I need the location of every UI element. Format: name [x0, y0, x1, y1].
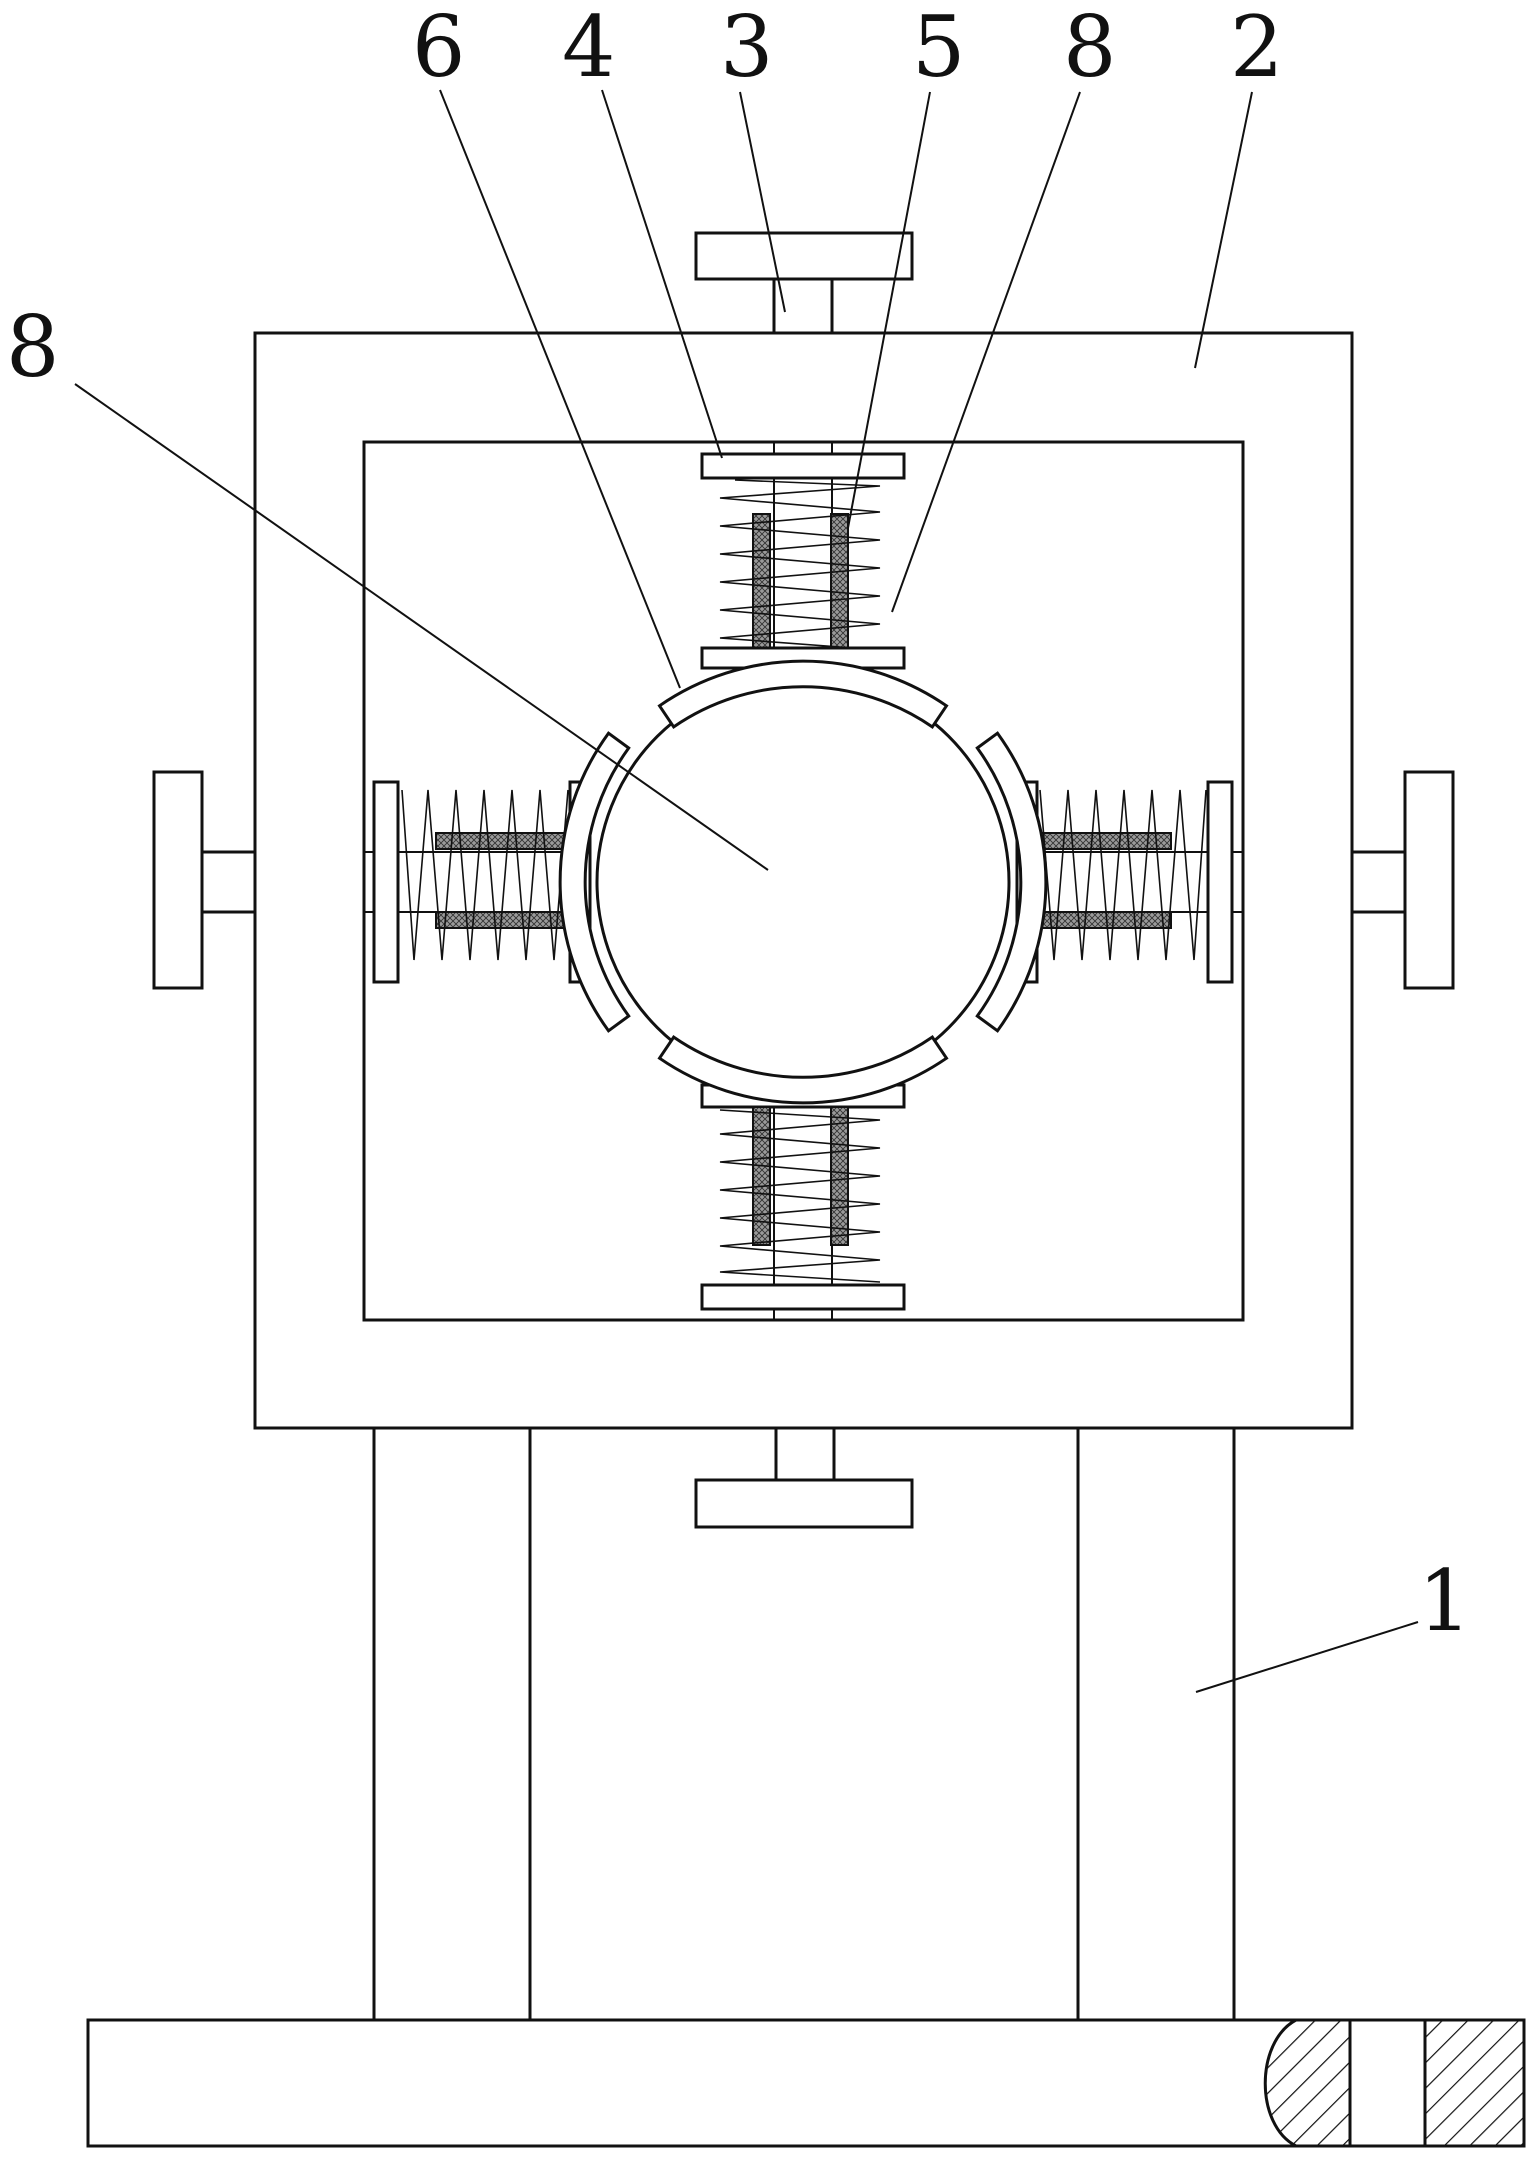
left-guide-rod-bottom — [436, 912, 576, 928]
right-guide-rod-bottom — [1031, 912, 1171, 928]
bottom-guide-rod-right — [831, 1107, 848, 1245]
left-pressure-plate — [374, 782, 398, 982]
label-5: 5 — [912, 0, 965, 96]
label-3: 3 — [720, 0, 773, 96]
top-pressure-plate — [702, 454, 904, 478]
left-side-knob — [154, 772, 255, 988]
top-guide-rod-left — [753, 514, 770, 652]
label-8-top: 8 — [1063, 0, 1116, 96]
label-2: 2 — [1230, 0, 1283, 96]
leader-2 — [1195, 92, 1252, 368]
support-column-left — [374, 1428, 530, 2020]
bottom-guide-rod-left — [753, 1107, 770, 1245]
label-4: 4 — [562, 0, 615, 96]
bottom-adjusting-screw — [696, 1428, 912, 1527]
label-6: 6 — [412, 0, 465, 96]
clamped-workpiece — [597, 676, 1009, 1088]
label-8-left: 8 — [6, 298, 59, 396]
base-plate — [88, 2020, 1524, 2146]
right-pressure-plate — [1208, 782, 1232, 982]
top-guide-rod-right — [831, 514, 848, 652]
top-adjusting-screw — [696, 233, 912, 333]
support-column-right — [1078, 1428, 1234, 2020]
left-guide-rod-top — [436, 833, 576, 849]
label-1: 1 — [1418, 1552, 1471, 1650]
right-side-knob — [1352, 772, 1453, 988]
bottom-pressure-plate — [702, 1285, 904, 1309]
